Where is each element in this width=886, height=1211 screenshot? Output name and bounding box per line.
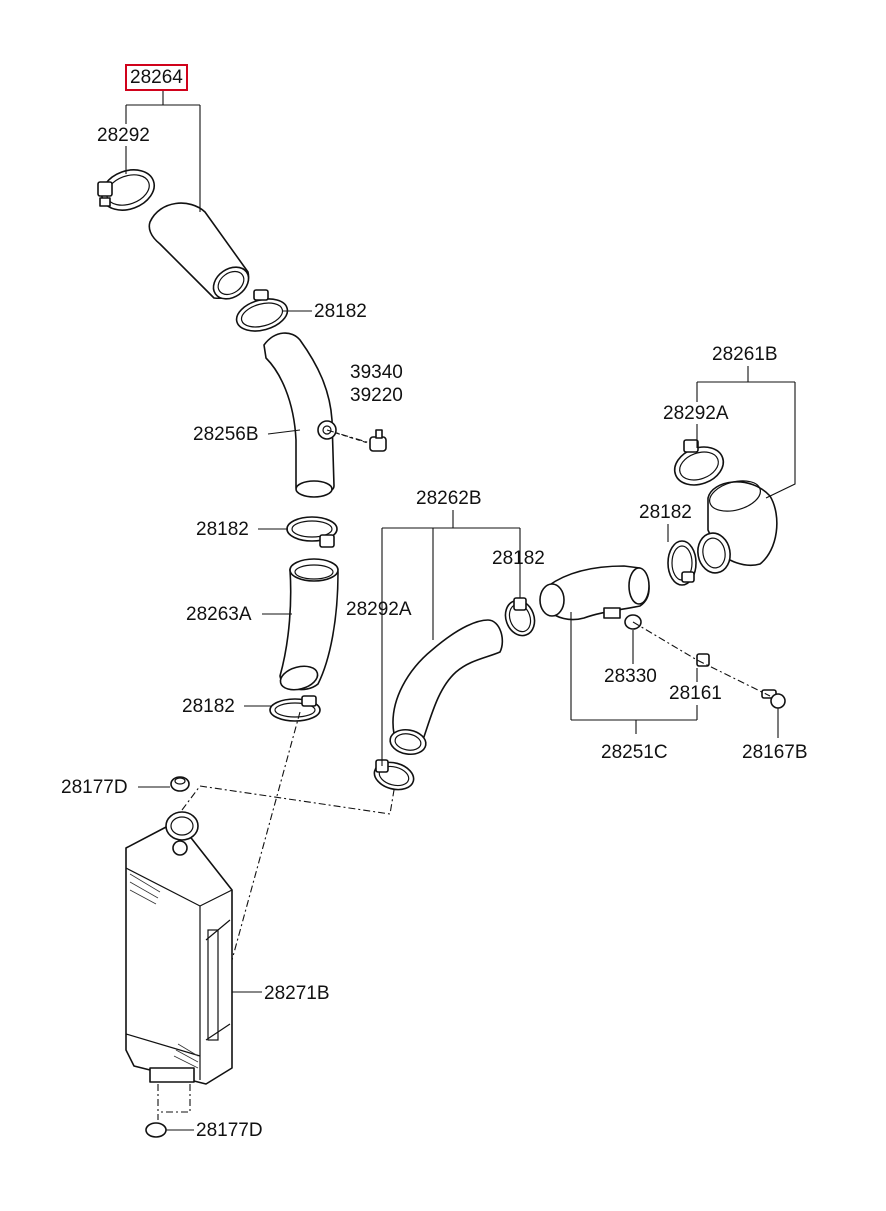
hose-28264[interactable] [148,202,254,305]
part-label-28182-d[interactable]: 28182 [492,548,545,569]
part-label-28262B[interactable]: 28262B [416,488,482,509]
clamp-28292A-right[interactable] [669,439,728,491]
part-label-28330[interactable]: 28330 [604,666,657,687]
part-label-28167B[interactable]: 28167B [742,742,808,763]
clamp-28292A-mid[interactable] [371,758,416,793]
collar-28161[interactable] [696,653,710,667]
clamp-28182-a[interactable] [233,289,291,336]
part-label-28261B[interactable]: 28261B [712,344,778,365]
clamp-28182-c[interactable] [269,695,321,722]
pipe-28256B[interactable] [263,332,337,498]
part-label-28182-e[interactable]: 28182 [639,502,692,523]
clamp-28182-e[interactable] [667,540,697,586]
part-label-28292[interactable]: 28292 [97,125,150,146]
part-label-28292A-mid[interactable]: 28292A [346,599,412,620]
part-label-28292A-right[interactable]: 28292A [663,403,729,424]
hose-28262B[interactable] [388,619,504,757]
flow-lines [157,429,771,1120]
intercooler-28271B[interactable] [125,811,233,1085]
part-label-28182-a[interactable]: 28182 [314,301,367,322]
sensor-39340[interactable] [369,429,387,452]
part-label-28256B[interactable]: 28256B [193,424,259,445]
part-label-39340[interactable]: 39340 [350,362,403,383]
pipe-28251C[interactable] [539,565,650,621]
part-label-28251C[interactable]: 28251C [601,742,668,763]
part-label-28161[interactable]: 28161 [669,683,722,704]
bolt-28167B[interactable] [761,689,786,709]
part-label-28177D-top[interactable]: 28177D [61,777,128,798]
part-label-39220[interactable]: 39220 [350,385,403,406]
part-label-28271B[interactable]: 28271B [264,983,330,1004]
clamp-28182-b[interactable] [286,516,338,548]
part-label-28182-c[interactable]: 28182 [182,696,235,717]
part-label-28177D-bottom[interactable]: 28177D [196,1120,263,1141]
elbow-28261B[interactable] [695,476,778,576]
grommet-28177D-top[interactable] [170,776,190,792]
part-label-28182-b[interactable]: 28182 [196,519,249,540]
clamp-28182-d[interactable] [501,596,540,639]
part-label-28264[interactable]: 28264 [125,64,188,91]
grommet-28177D-bottom[interactable] [145,1122,167,1138]
hose-28263A[interactable] [278,558,339,694]
clamp-28292-top[interactable] [96,163,160,217]
part-label-28263A[interactable]: 28263A [186,604,252,625]
